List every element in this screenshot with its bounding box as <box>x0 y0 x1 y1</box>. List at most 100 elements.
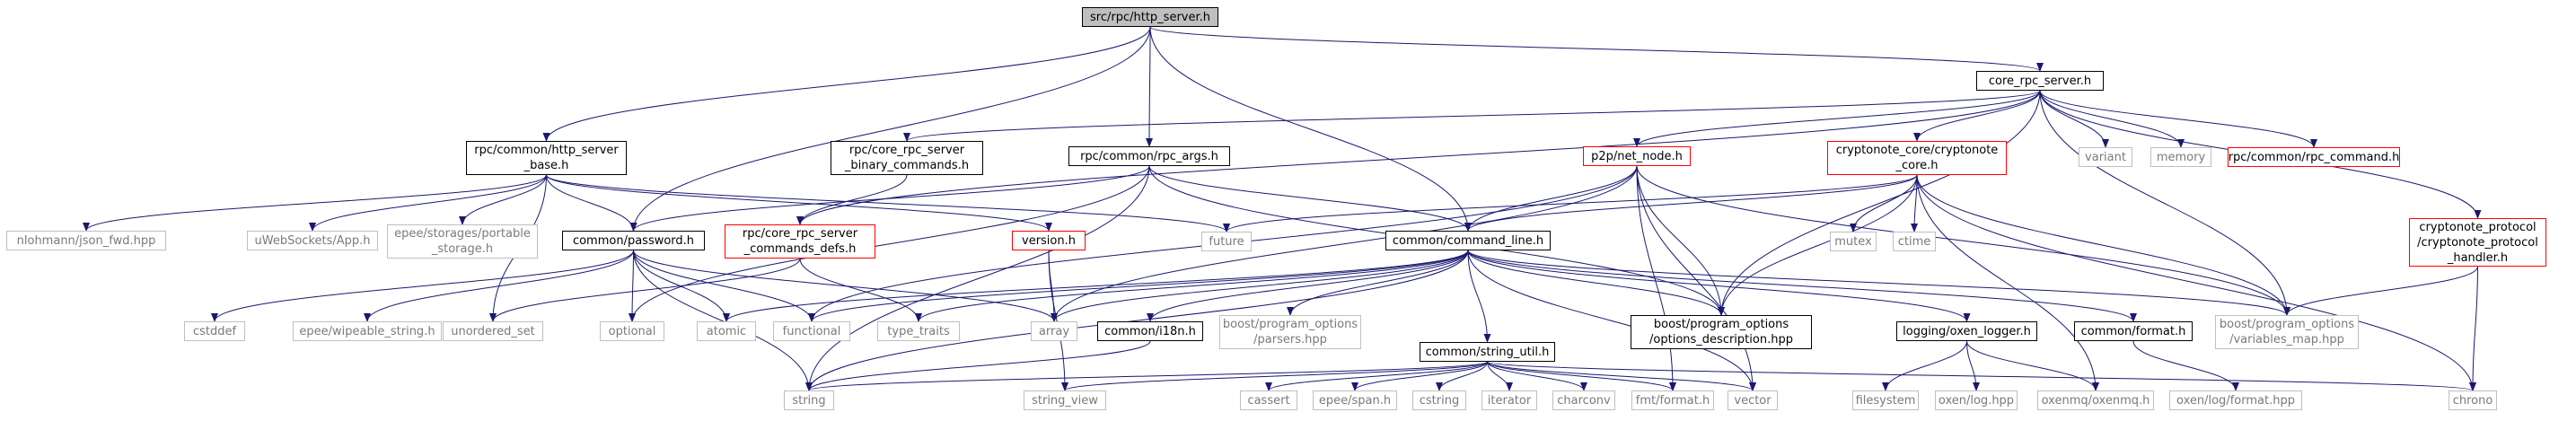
node-oxenmq-oxenmq-h[interactable]: oxenmq/oxenmq.h <box>2037 390 2154 410</box>
node-epee-span-h[interactable]: epee/span.h <box>1313 390 1397 410</box>
node-common-string-util-h[interactable]: common/string_util.h <box>1420 342 1555 362</box>
node-rpc-common-rpc-args-h[interactable]: rpc/common/rpc_args.h <box>1068 146 1230 166</box>
edge-password-to-functional <box>633 250 815 322</box>
node-vector[interactable]: vector <box>1728 390 1778 410</box>
edge-core_rpc_server-to-options_description <box>1718 90 2041 316</box>
edge-cryptonote_core-to-oxenmq <box>1916 174 2099 391</box>
node-cryptonote-protocol-handler-h[interactable]: cryptonote_protocol/cryptonote_protocol_… <box>2409 218 2546 267</box>
node-memory[interactable]: memory <box>2150 147 2211 167</box>
node-oxen-log-hpp[interactable]: oxen/log.hpp <box>1935 390 2018 410</box>
edge-cryptonote_protocol-to-chrono <box>2469 266 2478 391</box>
edge-format-to-oxen_log_format <box>2132 340 2239 391</box>
node-label: src/rpc/http_server.h <box>1090 10 1210 24</box>
node-label: mutex <box>1834 234 1872 249</box>
node-future[interactable]: future <box>1201 232 1252 251</box>
node-common-command-line-h[interactable]: common/command_line.h <box>1385 231 1551 250</box>
node-label: common/string_util.h <box>1425 345 1550 359</box>
node-oxen-log-format-hpp[interactable]: oxen/log/format.hpp <box>2169 390 2302 410</box>
node-nlohmann-json-fwd-hpp[interactable]: nlohmann/json_fwd.hpp <box>6 231 166 250</box>
node-rpc-core-rpc-server-commands-defs-h[interactable]: rpc/core_rpc_server_commands_defs.h <box>725 224 875 259</box>
node-core-rpc-server-h[interactable]: core_rpc_server.h <box>1976 71 2104 91</box>
edge-password-to-wipeable_string <box>364 250 634 322</box>
edge-core_rpc_server-to-variables_map <box>2039 90 2290 316</box>
node-optional[interactable]: optional <box>600 321 664 341</box>
node-cassert[interactable]: cassert <box>1240 390 1297 410</box>
node-filesystem[interactable]: filesystem <box>1852 390 1919 410</box>
node-epee-storages-portable-storage-h[interactable]: epee/storages/portable_storage.h <box>387 224 538 259</box>
node-ctime[interactable]: ctime <box>1893 232 1936 251</box>
edge-command_line-to-vector <box>1467 250 1756 391</box>
node-label: oxen/log/format.hpp <box>2176 393 2295 408</box>
node-fmt-format-h[interactable]: fmt/format.h <box>1631 390 1714 410</box>
node-label: unordered_set <box>451 324 535 338</box>
node-label: logging/oxen_logger.h <box>1903 324 2031 338</box>
edge-command_line-to-i18n <box>1147 250 1469 322</box>
node-label: functional <box>782 324 841 338</box>
node-rpc-common-rpc-command-h[interactable]: rpc/common/rpc_command.h <box>2228 147 2400 167</box>
edge-password-to-string <box>633 250 813 391</box>
node-rpc-core-rpc-server-binary-commands-h[interactable]: rpc/core_rpc_server_binary_commands.h <box>831 141 983 175</box>
node-array[interactable]: array <box>1031 321 1077 341</box>
edge-string_util-to-chrono <box>1487 361 2476 391</box>
node-cryptonote-core-h[interactable]: cryptonote_core/cryptonote_core.h <box>1827 141 2007 175</box>
edge-http_server_base-to-uwebsockets <box>309 174 547 232</box>
edge-cryptonote_core-to-chrono <box>1916 174 2476 391</box>
edge-cryptonote_core-to-mutex <box>1850 174 1918 232</box>
node-label: rpc/common/rpc_command.h <box>2228 150 2400 164</box>
node-boost-program-options-parsers-hpp[interactable]: boost/program_options/parsers.hpp <box>1219 315 1361 349</box>
node-cstring[interactable]: cstring <box>1412 390 1466 410</box>
node-string-view[interactable]: string_view <box>1024 390 1106 410</box>
edge-cryptonote_protocol-to-variables_map <box>2283 266 2478 316</box>
node-variant[interactable]: variant <box>2079 147 2132 167</box>
edge-command_line-to-type_traits <box>915 250 1469 322</box>
edge-net_node-to-command_line <box>1464 165 1638 232</box>
node-chrono[interactable]: chrono <box>2449 390 2497 410</box>
node-label: vector <box>1734 393 1772 408</box>
node-rpc-common-http-server-base-h[interactable]: rpc/common/http_server_base.h <box>466 141 627 175</box>
edge-string_util-to-cassert <box>1265 361 1488 391</box>
node-label: common/command_line.h <box>1392 233 1544 248</box>
node-mutex[interactable]: mutex <box>1830 232 1877 251</box>
edge-http_server_base-to-version <box>546 174 1052 232</box>
node-cstddef[interactable]: cstddef <box>184 321 245 341</box>
node-atomic[interactable]: atomic <box>697 321 756 341</box>
edge-version-to-string_view <box>1048 250 1068 391</box>
node-common-format-h[interactable]: common/format.h <box>2074 321 2193 341</box>
node-version-h[interactable]: version.h <box>1012 231 1086 250</box>
node-src-rpc-http-server-h[interactable]: src/rpc/http_server.h <box>1082 7 1218 27</box>
edge-command_line-to-string_util <box>1467 250 1491 343</box>
node-label: future <box>1209 234 1244 249</box>
node-string[interactable]: string <box>784 390 834 410</box>
node-uwebsockets-app-h[interactable]: uWebSockets/App.h <box>247 231 378 250</box>
edge-http_server-to-password <box>629 26 1151 232</box>
node-label: common/password.h <box>572 233 695 248</box>
node-label-line: _core.h <box>1895 159 1939 172</box>
node-charconv[interactable]: charconv <box>1552 390 1615 410</box>
edge-i18n-to-string <box>805 340 1151 391</box>
node-label-line: _handler.h <box>2447 250 2509 265</box>
node-boost-program-options-variables-map-hpp[interactable]: boost/program_options/variables_map.hpp <box>2215 315 2359 349</box>
node-label-line: boost/program_options <box>1222 318 1358 331</box>
edge-core_rpc_server-to-commands_defs <box>796 90 2041 225</box>
edge-string_util-to-charconv <box>1487 361 1587 391</box>
node-label-line: boost/program_options <box>1653 318 1789 331</box>
node-label-line: _storage.h <box>431 242 494 256</box>
node-boost-program-options-options-description-hpp[interactable]: boost/program_options/options_descriptio… <box>1631 315 1812 349</box>
node-p2p-net-node-h[interactable]: p2p/net_node.h <box>1583 146 1691 166</box>
node-functional[interactable]: functional <box>773 321 850 341</box>
node-label-line: _commands_defs.h <box>743 242 857 256</box>
node-common-i18n-h[interactable]: common/i18n.h <box>1097 321 1203 341</box>
node-epee-wipeable-string-h[interactable]: epee/wipeable_string.h <box>293 321 442 341</box>
node-type-traits[interactable]: type_traits <box>877 321 960 341</box>
node-unordered-set[interactable]: unordered_set <box>443 321 543 341</box>
node-iterator[interactable]: iterator <box>1481 390 1537 410</box>
node-common-password-h[interactable]: common/password.h <box>562 231 705 250</box>
node-label-line: _binary_commands.h <box>844 159 970 172</box>
edge-http_server-to-http_server_base <box>542 26 1151 142</box>
edge-core_rpc_server_binary-to-commands_defs <box>796 174 908 225</box>
edge-cryptonote_core-to-command_line <box>1464 174 1918 232</box>
node-label: uWebSockets/App.h <box>254 233 371 248</box>
node-logging-oxen-logger-h[interactable]: logging/oxen_logger.h <box>1896 321 2037 341</box>
node-label: array <box>1038 324 1070 338</box>
